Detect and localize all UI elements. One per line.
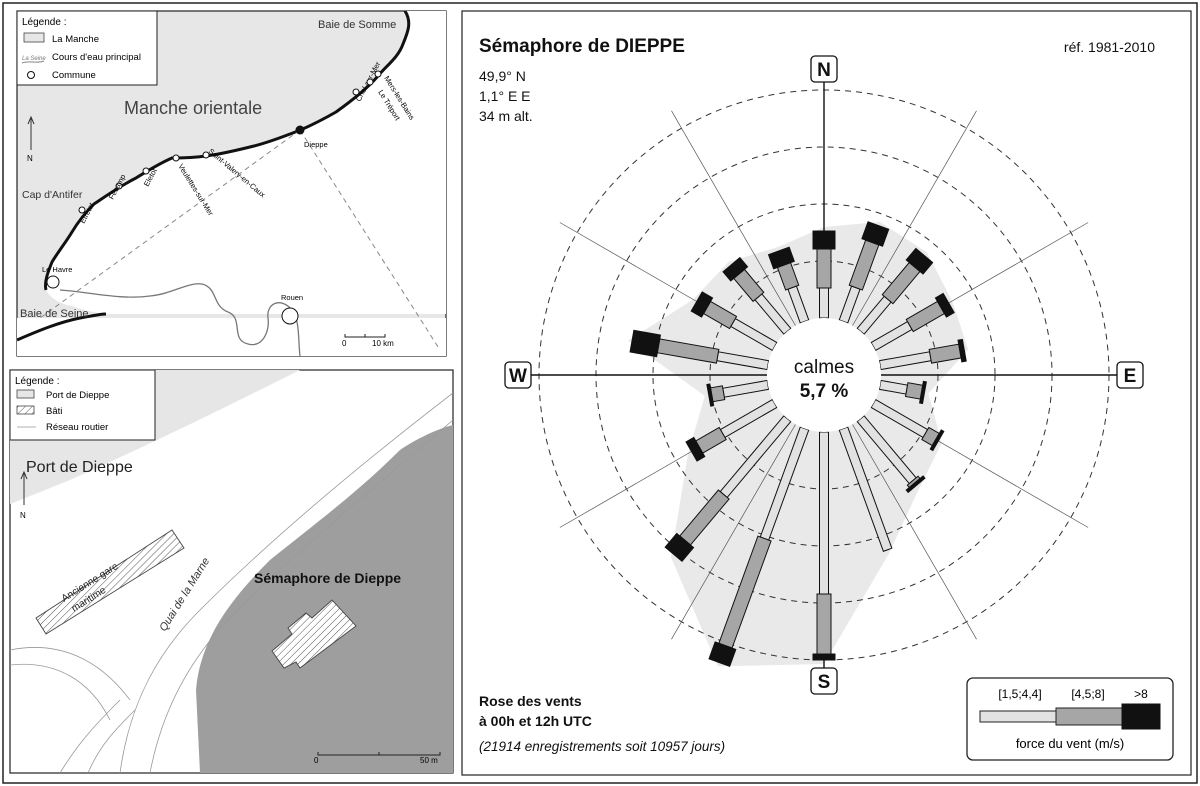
grid-spoke (671, 424, 796, 640)
legend-title: Légende : (22, 17, 67, 28)
bar-high (629, 329, 662, 358)
calm-value: 5,7 % (800, 381, 849, 402)
svg-text:10 km: 10 km (372, 339, 394, 348)
bar-mid (904, 382, 924, 400)
north-arrow-icon: N (27, 115, 35, 163)
bar-high (767, 246, 795, 270)
legend-swatch-mid (1055, 707, 1123, 726)
cape-label: Cap d'Antifer (22, 189, 83, 201)
local-legend-title: Légende : (15, 376, 60, 387)
rose-footer-note: (21914 enregistrements soit 10957 jours) (479, 739, 725, 754)
legend-item-roads: Réseau routier (46, 422, 108, 433)
regional-legend: Légende : La Manche La Seine Cours d'eau… (16, 10, 158, 86)
grid-spoke (852, 110, 977, 326)
bar-high (861, 221, 890, 247)
rose-longitude: 1,1° E E (479, 88, 531, 104)
legend-item-building: Bâti (46, 406, 62, 417)
bar-high (957, 338, 967, 363)
quay-road (119, 392, 453, 773)
town-dieppe: Dieppe (304, 140, 328, 149)
old-station-building (35, 529, 185, 635)
coastline-south (17, 312, 107, 342)
svg-text:50 m: 50 m (420, 756, 438, 765)
town-le-havre: Le Havre (42, 265, 72, 274)
regional-map: Légende : La Manche La Seine Cours d'eau… (16, 10, 447, 357)
legend-class-mid: [4,5;8] (1071, 687, 1104, 701)
svg-text:N: N (27, 154, 33, 163)
svg-text:0: 0 (342, 339, 347, 348)
local-scale-bar: 0 50 m (314, 752, 441, 765)
bar-low (819, 431, 829, 595)
local-north-arrow-icon: N (20, 470, 28, 520)
grid-spoke (671, 110, 796, 326)
bar-high (905, 247, 934, 275)
cardinal-badge (1116, 361, 1144, 389)
cardinal-label-S: S (818, 672, 831, 693)
legend-class-high: >8 (1134, 687, 1148, 701)
semaphore-label: Sémaphore de Dieppe (254, 570, 401, 586)
bay-seine-label: Baie de Seine (20, 308, 89, 320)
cardinal-label-N: N (817, 60, 831, 81)
bar-high (706, 383, 715, 407)
bar-high (690, 291, 714, 318)
bay-somme-label: Baie de Somme (318, 19, 396, 31)
legend-item-sea: La Manche (52, 34, 99, 45)
legend-item-river: Cours d'eau principal (52, 52, 141, 63)
cardinal-badge (810, 55, 838, 83)
land-south (17, 318, 446, 356)
legend-item-port: Port de Dieppe (46, 390, 109, 401)
bar-mid (816, 593, 832, 655)
wind-rose-chart: calmes 5,7 % N E S W (504, 55, 1144, 695)
bar-high (934, 292, 955, 318)
land (45, 11, 446, 314)
cardinal-badge (810, 667, 838, 695)
regional-scale-bar: 0 10 km (342, 334, 394, 348)
cardinal-label-W: W (509, 366, 527, 387)
legend-class-low: [1,5;4,4] (998, 687, 1041, 701)
rose-title: Sémaphore de DIEPPE (479, 36, 685, 57)
svg-text:N: N (20, 511, 26, 520)
bar-high (812, 653, 836, 661)
bar-high (929, 429, 945, 452)
bar-high (664, 532, 695, 563)
bar-mid (816, 248, 832, 289)
calm-circle (767, 318, 881, 432)
semaphore-building (271, 599, 357, 669)
rose-altitude: 34 m alt. (479, 108, 533, 124)
rose-footer-title-2: à 00h et 12h UTC (479, 713, 592, 729)
seine-river (59, 283, 301, 356)
legend-river-sample: La Seine (22, 56, 46, 62)
rose-ref: réf. 1981-2010 (1064, 39, 1155, 55)
port-label: Port de Dieppe (26, 459, 133, 476)
town-rouen: Rouen (281, 293, 303, 302)
local-legend: Légende : Port de Dieppe Bâti Réseau rou… (9, 369, 156, 441)
legend-swatch-high (1121, 703, 1161, 730)
bar-high (722, 256, 749, 282)
wind-rose-panel: Sémaphore de DIEPPE réf. 1981-2010 49,9°… (461, 10, 1192, 776)
legend-swatch-low (979, 710, 1057, 723)
grid-spoke (852, 424, 977, 640)
calm-label: calmes (794, 357, 854, 378)
bar-high (708, 641, 737, 667)
rose-footer-title-1: Rose des vents (479, 693, 582, 709)
bar-high (685, 436, 706, 462)
local-map: Légende : Port de Dieppe Bâti Réseau rou… (9, 369, 454, 774)
rose-latitude: 49,9° N (479, 68, 526, 84)
cardinal-label-E: E (1124, 366, 1137, 387)
speed-legend: [1,5;4,4] [4,5;8] >8 force du vent (m/s) (966, 677, 1174, 761)
sea-label: Manche orientale (124, 98, 262, 118)
legend-item-town: Commune (52, 70, 96, 81)
svg-text:0: 0 (314, 756, 319, 765)
bar-high (812, 230, 836, 250)
cardinal-badge (504, 361, 532, 389)
bar-low (819, 287, 829, 319)
legend-caption: force du vent (m/s) (1016, 736, 1124, 751)
bar-high (905, 475, 926, 494)
bar-high (919, 380, 927, 405)
semaphore-land (196, 425, 453, 773)
